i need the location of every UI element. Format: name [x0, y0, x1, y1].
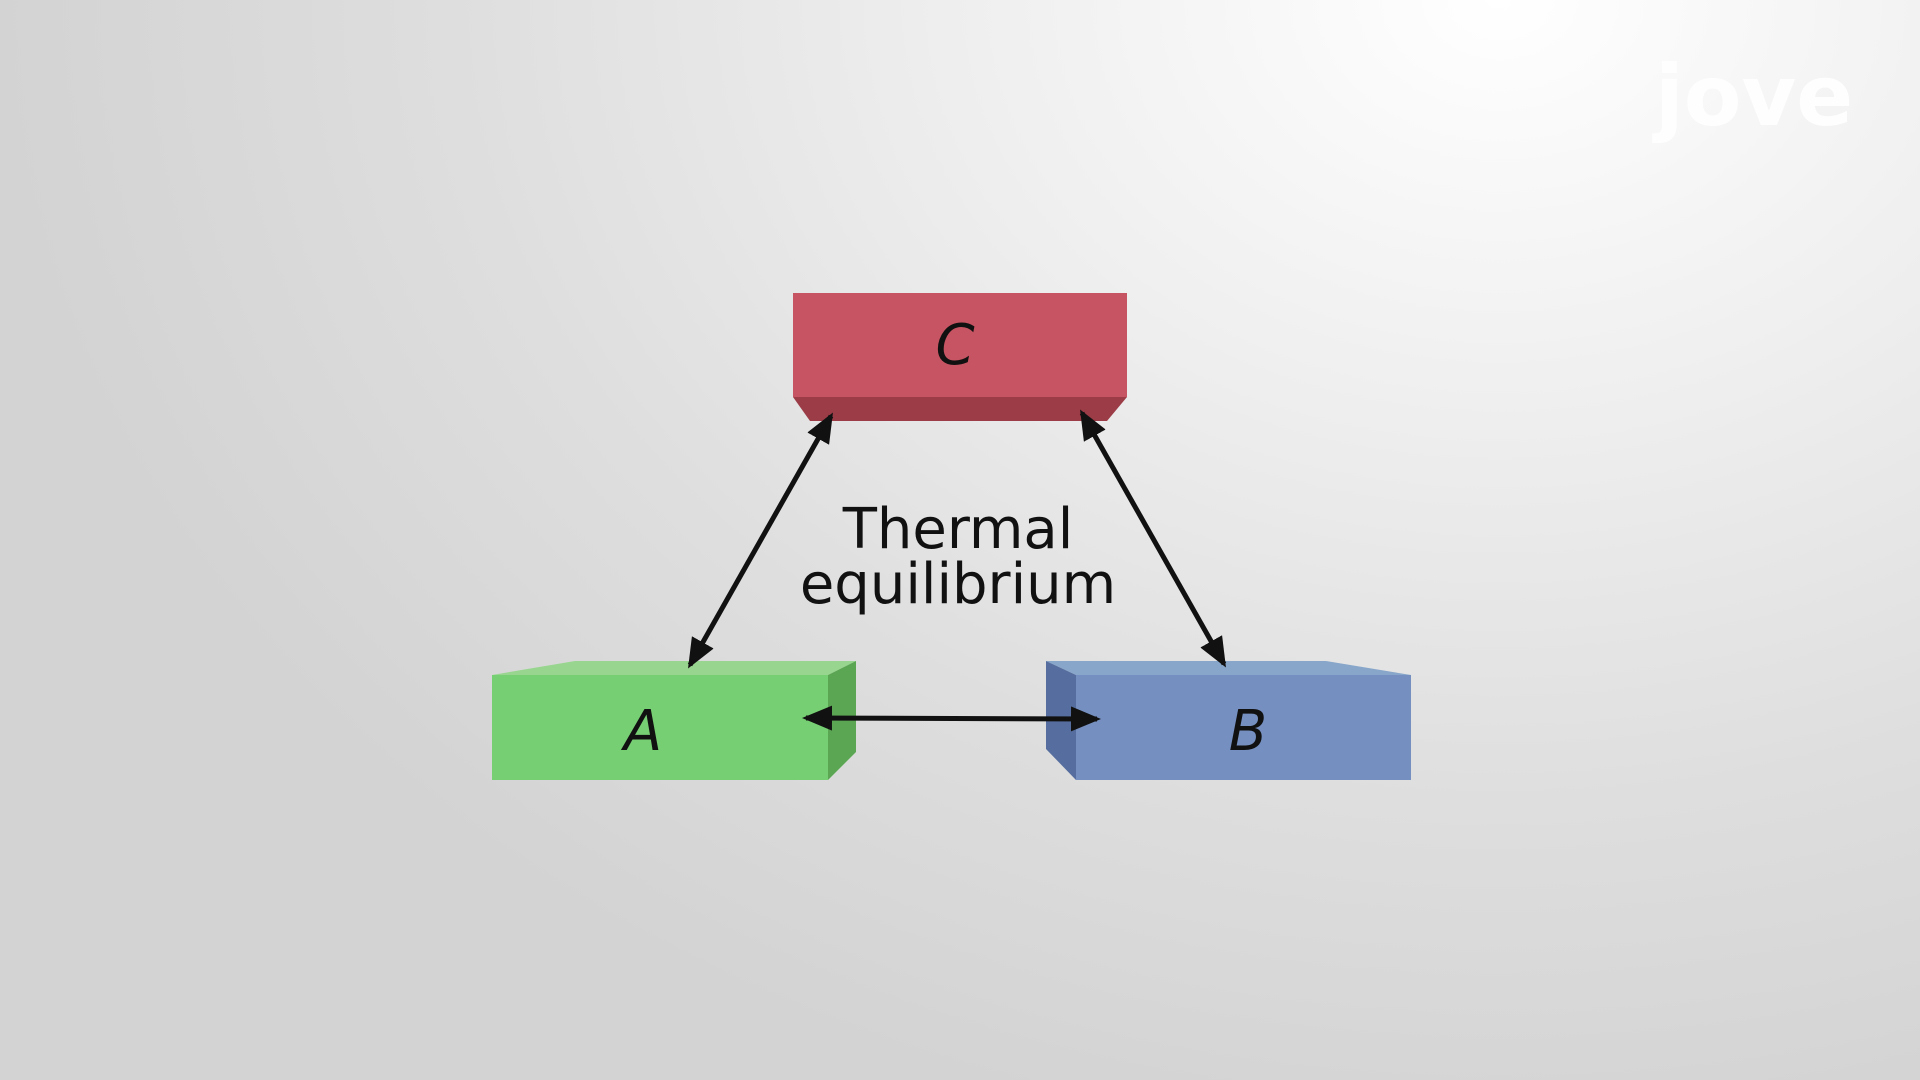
box-c-bottom-face — [793, 397, 1127, 421]
box-b-front-face — [1076, 675, 1411, 780]
box-a-top-face — [492, 661, 856, 675]
box-b-top-face — [1046, 661, 1411, 675]
box-a-label: A — [621, 699, 662, 764]
box-a: A — [492, 661, 856, 780]
box-a-front-face — [492, 675, 828, 780]
jove-logo: jove — [1652, 47, 1853, 145]
box-b: B — [1046, 661, 1411, 780]
jove-logo-text: jove — [1652, 47, 1853, 145]
box-c-label: C — [935, 313, 974, 378]
box-b-label: B — [1229, 699, 1267, 764]
arrows — [687, 409, 1227, 732]
arrow-b-c — [1079, 409, 1227, 668]
center-label-line2: equilibrium — [800, 552, 1116, 617]
arrow-a-b — [802, 705, 1101, 732]
thermal-equilibrium-label: Thermal equilibrium — [800, 497, 1116, 617]
box-c-front-face — [793, 293, 1127, 397]
box-c: C — [793, 293, 1127, 421]
arrow-a-c — [687, 412, 834, 669]
center-label-line1: Thermal — [842, 497, 1074, 562]
